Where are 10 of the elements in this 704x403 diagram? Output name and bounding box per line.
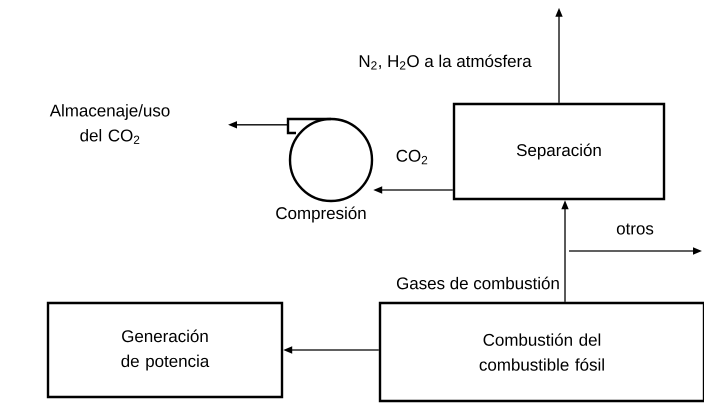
edge-label: Gases de combustión [396, 276, 559, 290]
process-box: Separación [452, 102, 666, 200]
process-box: Generación de potencia [46, 302, 284, 398]
flow-label: otros [616, 223, 654, 235]
edge-label: Almacenaje/uso del CO$_{2}$ [50, 104, 170, 144]
compressor-drawing [286, 118, 374, 202]
edge-label: N$_{2}$, H$_{2}$O a la atmósfera [360, 54, 532, 70]
edge-label: CO$_{2}$ [396, 150, 428, 164]
process-box: Combustión del combustible fósil [378, 302, 704, 402]
node-caption: Compresión [276, 206, 366, 222]
